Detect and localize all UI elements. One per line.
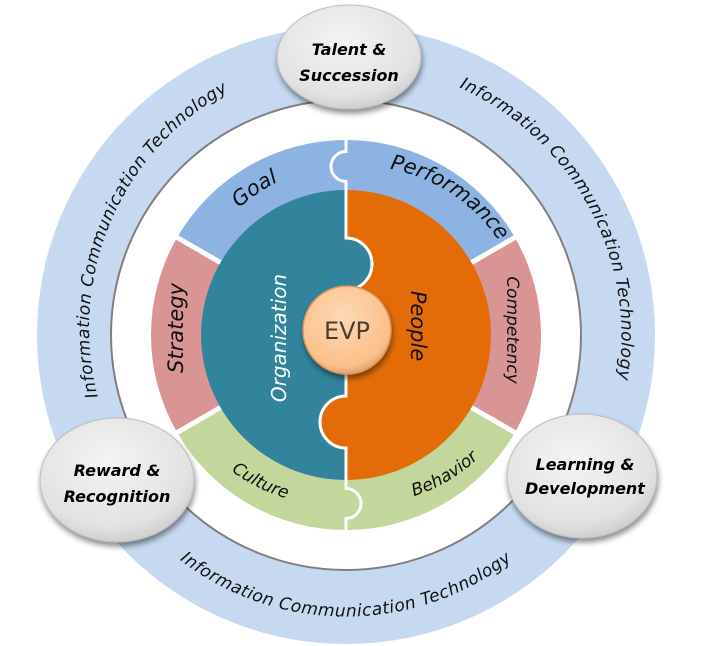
evp-center [302, 285, 392, 375]
performance-segment [346, 140, 515, 264]
segment-divider [174, 234, 227, 268]
badge-learning-line2: Development [525, 479, 646, 498]
people-label: People [406, 291, 430, 362]
segment-divider [174, 402, 227, 436]
organization-piece [201, 190, 372, 480]
badge-reward-line2: Recognition [64, 487, 171, 506]
badge-learning [506, 413, 658, 539]
badge-reward [39, 417, 195, 543]
segment-ring [150, 139, 541, 531]
segment-divider [465, 234, 518, 268]
segment-puzzle-joint [344, 476, 363, 531]
people-piece [320, 190, 491, 480]
segment-divider [465, 402, 518, 436]
competency-label: Competency [502, 276, 522, 384]
evp-circle [302, 285, 392, 375]
badge-talent-line2: Succession [299, 66, 399, 85]
behavior-segment [346, 406, 515, 530]
badge-talent-line1: Talent & [312, 40, 387, 59]
badge-talent [276, 4, 422, 110]
strategy-segment [150, 237, 224, 433]
evp-label: EVP [324, 317, 370, 345]
strategy-label: Strategy [164, 282, 188, 373]
competency-segment [468, 237, 541, 433]
badge-reward-line1: Reward & [74, 461, 161, 480]
segment-puzzle-joint [329, 139, 348, 194]
organization-label: Organization [267, 274, 291, 402]
goal-segment [177, 140, 346, 264]
badge-learning-line1: Learning & [536, 455, 635, 474]
culture-segment [177, 406, 346, 530]
